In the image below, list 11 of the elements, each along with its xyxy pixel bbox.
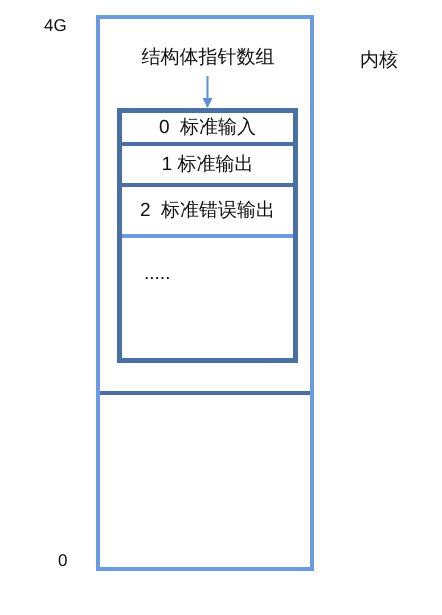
memory-box — [96, 15, 314, 571]
array-title: 结构体指针数组 — [128, 46, 288, 74]
arrow — [202, 76, 212, 108]
region-label: 内核 — [360, 49, 398, 73]
array-box — [117, 108, 298, 363]
array-cell: 0 标准输入 — [122, 113, 293, 146]
array-cell: ..... — [122, 238, 293, 358]
array-cell: 1 标准输出 — [122, 146, 293, 187]
array-cell: 2 标准错误输出 — [122, 187, 293, 238]
address-label: 4G — [44, 15, 67, 37]
address-label: 0 — [58, 550, 68, 572]
